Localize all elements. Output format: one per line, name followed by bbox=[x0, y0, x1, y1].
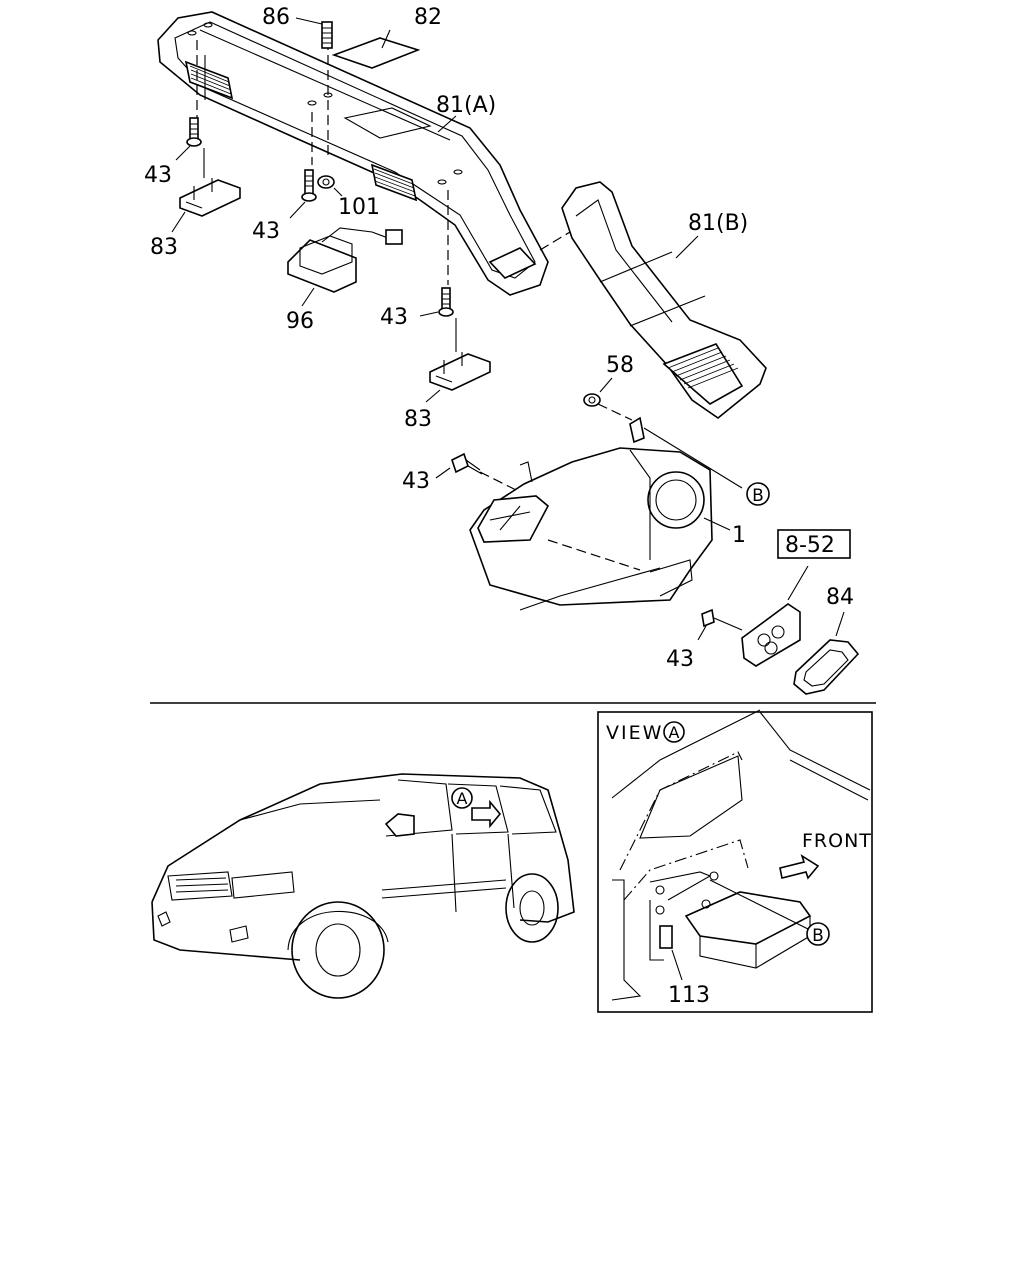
ref-a-view-label: A bbox=[669, 723, 680, 742]
callout-8-52-box bbox=[777, 529, 851, 559]
front-label: FRONT bbox=[802, 830, 872, 852]
callout-8-52: 8-52 bbox=[785, 533, 835, 558]
nut-58 bbox=[583, 377, 633, 421]
callout-83-1: 83 bbox=[150, 235, 178, 260]
callout-43-1: 43 bbox=[144, 163, 172, 188]
callout-96: 96 bbox=[286, 309, 314, 334]
ref-circle-b-top: B bbox=[746, 482, 770, 506]
vehicle-illustration bbox=[151, 773, 575, 999]
callout-83-2: 83 bbox=[404, 407, 432, 432]
callout-81a: 81(A) bbox=[436, 93, 496, 118]
ref-circle-a-car: A bbox=[451, 787, 473, 809]
view-label: VIEW bbox=[606, 722, 663, 744]
callout-43-4: 43 bbox=[402, 469, 430, 494]
lamp-96 bbox=[287, 227, 403, 307]
clip-83-b bbox=[425, 318, 491, 403]
pad-82 bbox=[331, 37, 421, 69]
nut-101 bbox=[317, 175, 343, 197]
grille-right bbox=[370, 163, 418, 202]
callout-84: 84 bbox=[826, 585, 854, 610]
callout-43-5: 43 bbox=[666, 647, 694, 672]
callout-1: 1 bbox=[732, 523, 746, 548]
duct-81b bbox=[539, 181, 767, 419]
bolt-43-a bbox=[175, 117, 202, 161]
bolt-43-c bbox=[419, 287, 454, 317]
callout-81b: 81(B) bbox=[688, 211, 748, 236]
roof-duct-81a bbox=[157, 11, 549, 296]
callout-58: 58 bbox=[606, 353, 634, 378]
callout-86: 86 bbox=[262, 5, 290, 30]
ref-circle-b-view: B bbox=[806, 922, 830, 946]
callout-43-3: 43 bbox=[380, 305, 408, 330]
callout-82: 82 bbox=[414, 5, 442, 30]
view-a-panel bbox=[597, 711, 873, 1013]
clip-83-a bbox=[171, 148, 241, 233]
ref-b-top-label: B bbox=[752, 486, 764, 506]
callout-43-2: 43 bbox=[252, 219, 280, 244]
ref-b-view-label: B bbox=[812, 926, 824, 946]
bolt-43-b bbox=[289, 169, 317, 219]
flange-8-52 bbox=[697, 565, 809, 667]
callout-113: 113 bbox=[668, 983, 710, 1008]
stud-86 bbox=[295, 17, 333, 49]
view-title: VIEW A bbox=[606, 721, 685, 744]
view-a-illustration bbox=[611, 709, 871, 1001]
seal-84 bbox=[793, 611, 860, 695]
callout-101: 101 bbox=[338, 195, 380, 220]
ref-a-car-label: A bbox=[457, 789, 468, 808]
callout-labels: 86 82 81(A) 43 101 83 43 96 81(B) 43 83 … bbox=[144, 5, 854, 1008]
blower-unit-1 bbox=[435, 416, 743, 611]
